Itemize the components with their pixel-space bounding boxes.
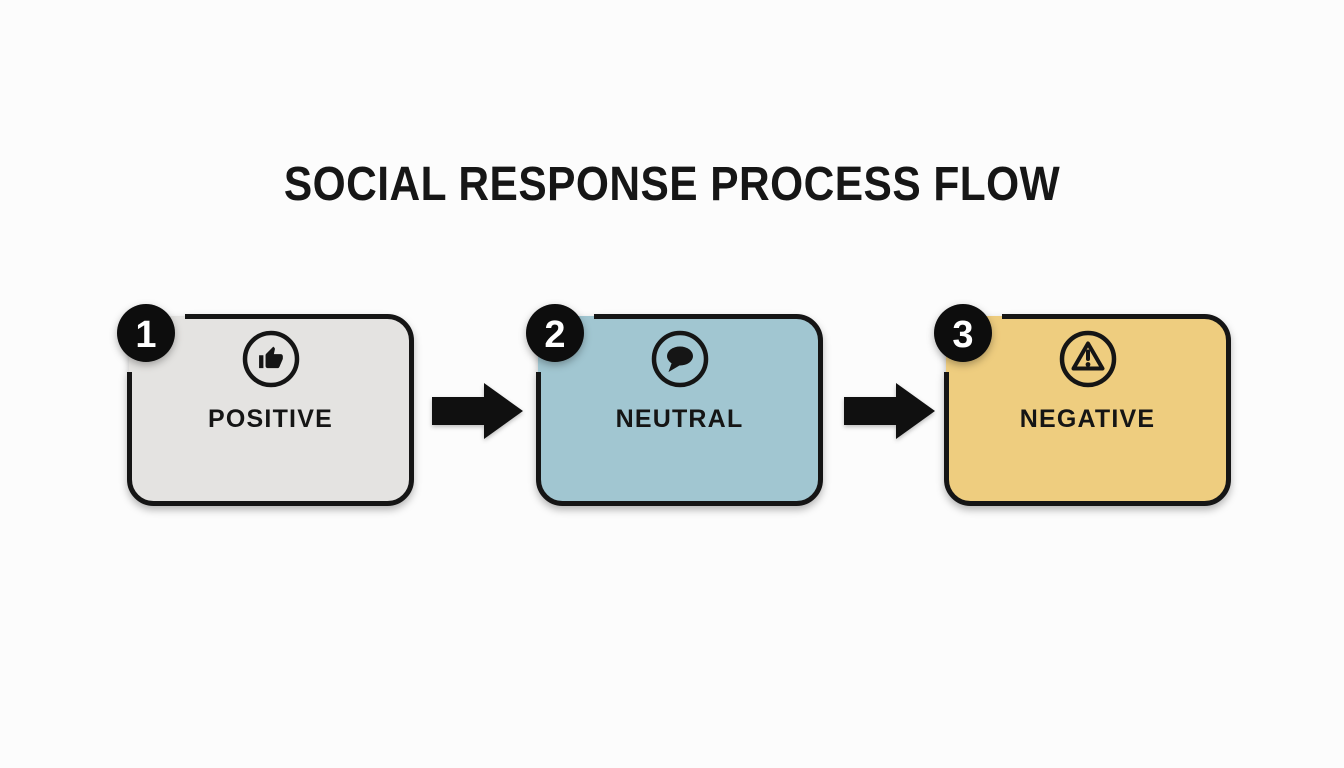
step-number-badge: 2 — [526, 304, 584, 362]
diagram-title: SOCIAL RESPONSE PROCESS FLOW — [283, 158, 1061, 211]
step-number: 2 — [544, 314, 565, 356]
speech-bubble-icon — [651, 330, 708, 388]
warning-triangle-icon — [1059, 330, 1116, 388]
right-arrow-icon — [844, 383, 935, 439]
card-frame — [944, 314, 1231, 506]
card-frame — [127, 314, 414, 506]
step-number: 1 — [135, 314, 156, 356]
step-number-badge: 3 — [934, 304, 992, 362]
step-number: 3 — [952, 314, 973, 356]
step-label: NEUTRAL — [615, 405, 744, 433]
thumbs-up-icon — [242, 330, 299, 388]
right-arrow-icon — [432, 383, 523, 439]
step-card-neutral: 2 NEUTRAL — [526, 304, 823, 506]
step-card-positive: 1 POSITIVE — [117, 304, 414, 506]
step-card-negative: 3 NEGATIVE — [934, 304, 1231, 506]
step-number-badge: 1 — [117, 304, 175, 362]
card-frame — [536, 314, 823, 506]
step-label: POSITIVE — [208, 405, 333, 433]
step-label: NEGATIVE — [1019, 405, 1156, 433]
